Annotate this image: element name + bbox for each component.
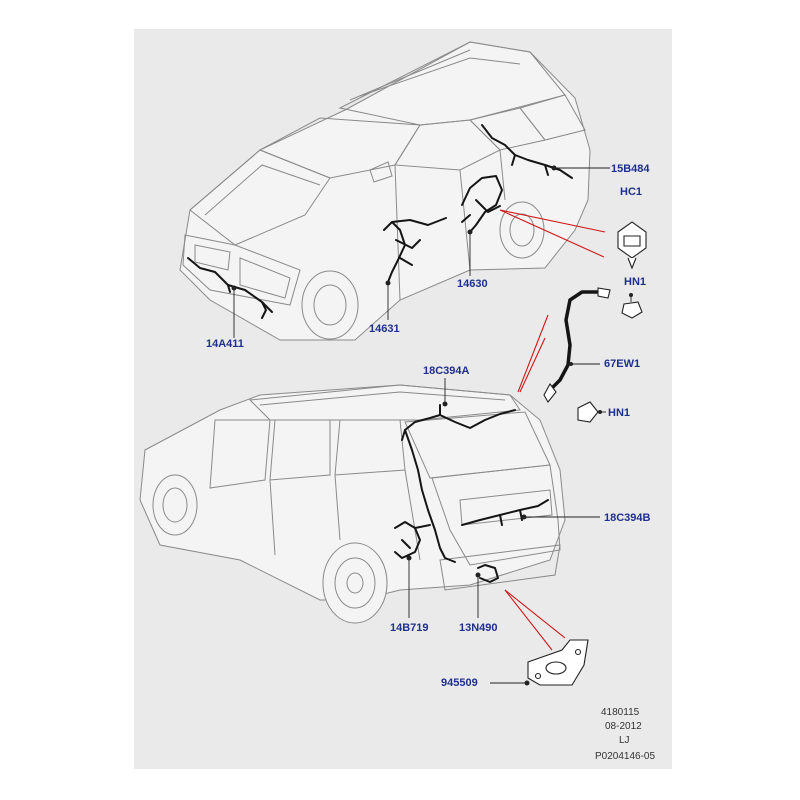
- label-14b719: 14B719: [390, 622, 429, 634]
- label-945509: 945509: [441, 677, 478, 689]
- bracket-945509-part: [490, 639, 589, 686]
- clip-hc1-part: [617, 221, 647, 270]
- label-18c394b: 18C394B: [604, 512, 651, 524]
- rear-vehicle-outline: [139, 384, 566, 624]
- label-14a411: 14A411: [206, 338, 244, 350]
- label-14631: 14631: [369, 323, 400, 335]
- label-hc1: HC1: [620, 186, 643, 198]
- front-harness-wiring: [187, 124, 573, 319]
- footer-date: 08-2012: [605, 721, 642, 732]
- rear-leader-lines: [406, 378, 600, 618]
- bottom-callout-lines: [504, 589, 566, 651]
- label-18c394a: 18C394A: [423, 365, 470, 377]
- footer-initials: LJ: [619, 735, 630, 746]
- label-14630: 14630: [457, 278, 488, 290]
- label-13n490: 13N490: [459, 622, 498, 634]
- label-hn1-top: HN1: [624, 276, 647, 288]
- label-15b484: 15B484: [611, 163, 650, 175]
- rear-harness-wiring: [394, 404, 549, 583]
- front-leader-lines: [231, 165, 610, 338]
- nut-hn1-part-bottom: [577, 401, 606, 423]
- middle-callout-lines: [517, 314, 549, 393]
- footer-ref: P0204146-05: [595, 751, 656, 762]
- label-67ew1: 67EW1: [604, 358, 641, 370]
- front-callout-lines: [499, 209, 606, 258]
- label-hn1-bottom: HN1: [608, 407, 631, 419]
- footer-code: 4180115: [601, 707, 640, 718]
- front-vehicle-outline: [179, 41, 591, 341]
- ground-strap-67ew1-part: [543, 287, 611, 403]
- nut-hn1-part-top: [621, 293, 643, 319]
